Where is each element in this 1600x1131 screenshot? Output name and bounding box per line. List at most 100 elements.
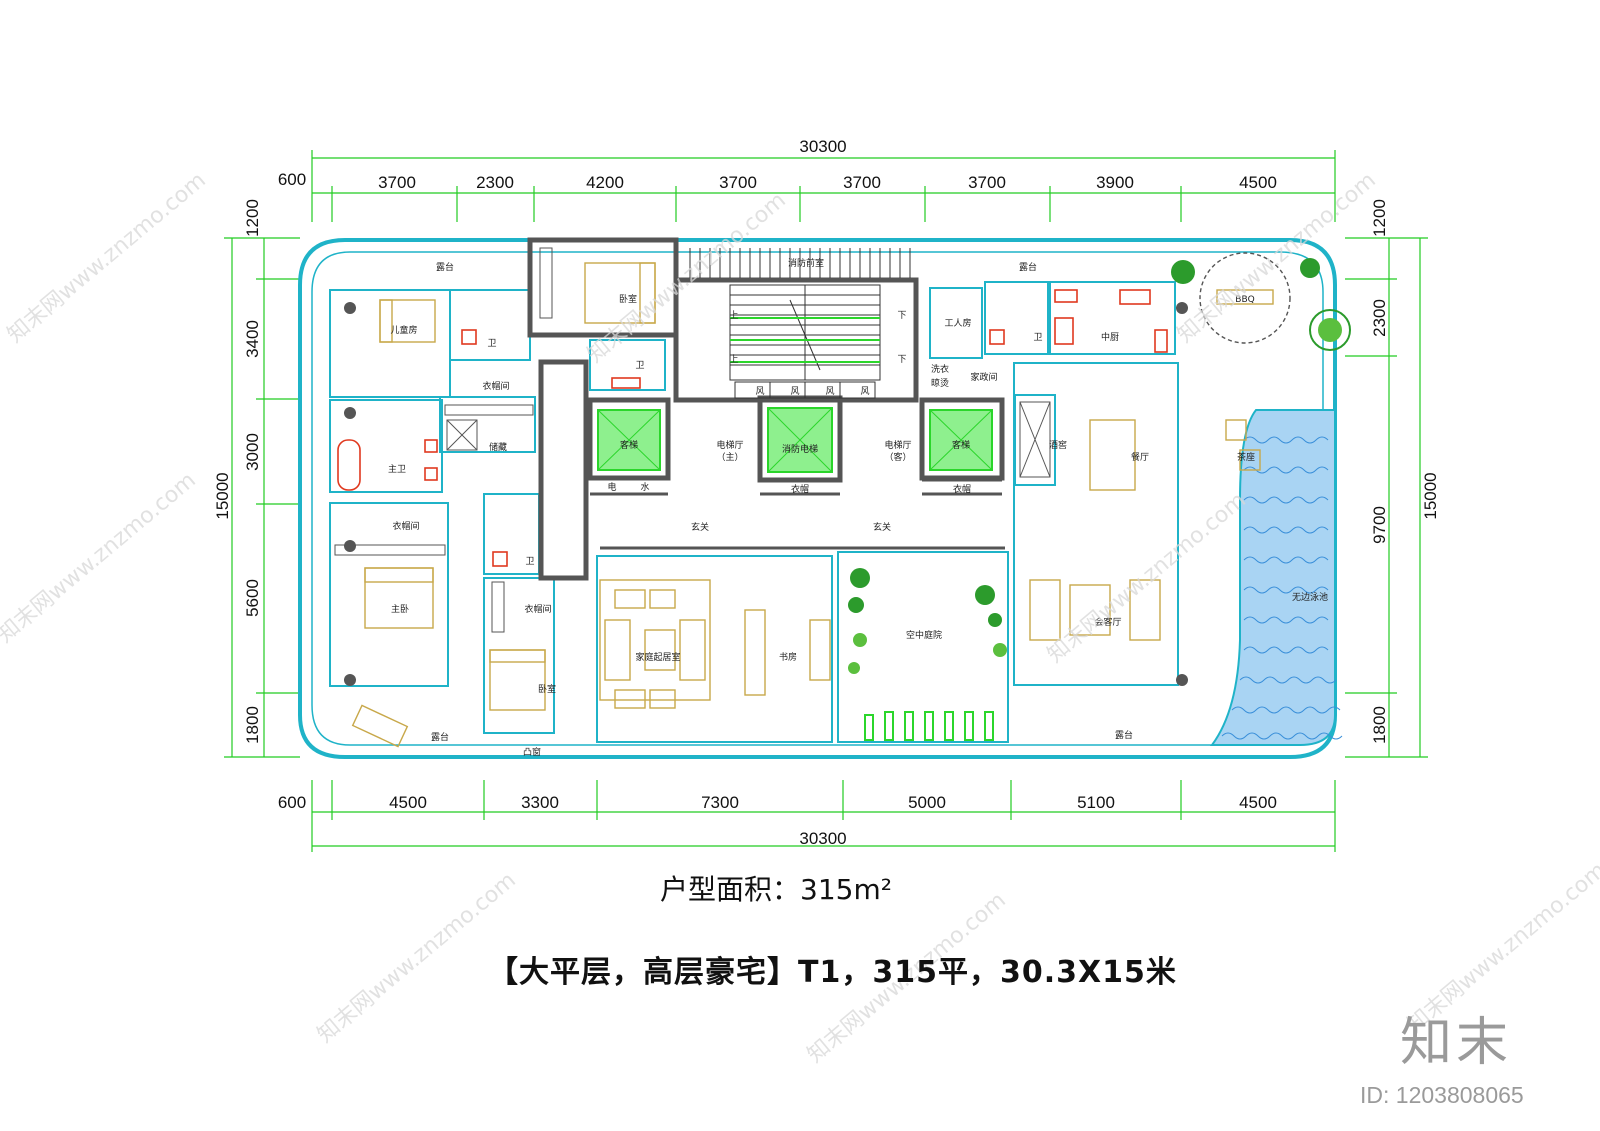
- label-laundry-b: 晾烫: [931, 377, 949, 389]
- dim-top-seg: 2300: [476, 173, 514, 192]
- label-terrace-sw: 露台: [431, 731, 449, 743]
- label-bedroom-n: 卧室: [619, 293, 637, 305]
- lift-shafts: [597, 407, 993, 473]
- label-closet-3: 衣帽间: [524, 603, 551, 615]
- label-bath-4: 卫: [1033, 333, 1042, 343]
- dim-left-segments: 1200 3400 3000 5600 1800: [243, 199, 262, 744]
- label-up-1: 上: [729, 310, 738, 321]
- label-wine-cellar: 酒窖: [1049, 439, 1067, 451]
- infinity-pool-area: [1210, 409, 1343, 746]
- stairs: [689, 248, 911, 399]
- znzmo-logo: 知末: [1400, 1013, 1513, 1073]
- dim-right-seg: 2300: [1370, 299, 1389, 337]
- dim-bottom-total: 30300: [799, 829, 846, 848]
- label-stair-fire: 消防前室: [788, 257, 824, 269]
- dim-top-seg: 4500: [1239, 173, 1277, 192]
- label-maid-room: 工人房: [944, 317, 971, 329]
- dim-left-seg: 3000: [243, 433, 262, 471]
- label-master-bath: 主卫: [388, 463, 406, 475]
- bath-fixtures: [337, 289, 1168, 567]
- label-coat-2: 衣帽: [953, 483, 971, 495]
- label-wind-3: 风: [825, 386, 834, 397]
- label-guest-lift-2: 客梯: [952, 439, 970, 451]
- dim-bottom-seg: 5100: [1077, 793, 1115, 812]
- label-infinity-pool: 无边泳池: [1292, 591, 1328, 603]
- dim-left-seg: 5600: [243, 579, 262, 617]
- dim-top-seg: 3700: [968, 173, 1006, 192]
- furniture: [351, 252, 1291, 748]
- label-bath-2: 卫: [635, 361, 644, 371]
- garden-steps: [864, 711, 994, 741]
- label-dining: 餐厅: [1131, 451, 1149, 463]
- label-wind-1: 风: [755, 386, 764, 397]
- dim-left-seg: 1800: [243, 706, 262, 744]
- dim-top-seg: 3700: [843, 173, 881, 192]
- dim-right-seg: 9700: [1370, 506, 1389, 544]
- label-laundry-a: 洗衣: [931, 363, 949, 375]
- dimension-lines: [224, 150, 1428, 852]
- room-labels: 露台 儿童房 卫 衣帽间 卧室 卫 储藏 主卫 衣帽间 主卧 卫 衣帽间 卧室 …: [388, 257, 1328, 758]
- dim-left-seg: 3400: [243, 320, 262, 358]
- label-down-1: 下: [897, 311, 906, 321]
- label-lift-hall-guest-sub: （客）: [884, 451, 911, 463]
- label-wind-2: 风: [790, 386, 799, 397]
- label-closet-2: 衣帽间: [392, 520, 419, 532]
- label-foyer-2: 玄关: [873, 521, 891, 533]
- label-storage: 储藏: [489, 441, 507, 453]
- label-family-room: 家庭起居室: [635, 651, 680, 663]
- room-walls: [329, 281, 1179, 743]
- core-walls-thin: [590, 476, 1005, 550]
- label-terrace-se: 露台: [1115, 729, 1133, 741]
- label-wind-4: 风: [860, 386, 869, 397]
- label-bedroom-s: 卧室: [538, 683, 556, 695]
- image-id: ID: 1203808065: [1360, 1082, 1524, 1108]
- label-sky-garden: 空中庭院: [906, 629, 942, 641]
- label-bath-3: 卫: [525, 557, 534, 567]
- dim-left-seg: 1200: [243, 199, 262, 237]
- label-guest-lift-1: 客梯: [620, 439, 638, 451]
- area-label: 户型面积：315m²: [660, 873, 892, 906]
- label-lift-hall-main-sub: （主）: [716, 451, 743, 463]
- dim-left-total: 15000: [213, 472, 232, 519]
- dim-bottom-seg: 5000: [908, 793, 946, 812]
- dim-top-seg: 4200: [586, 173, 624, 192]
- label-terrace-nw: 露台: [436, 261, 454, 273]
- label-coat-1: 衣帽: [791, 483, 809, 495]
- label-up-2: 上: [729, 354, 738, 365]
- dim-bottom-seg: 600: [278, 793, 306, 812]
- label-terrace-ne: 露台: [1019, 261, 1037, 273]
- dim-top-seg: 3900: [1096, 173, 1134, 192]
- closet-hatch: [334, 247, 1051, 633]
- label-bath-1: 卫: [487, 339, 496, 349]
- dim-right-total: 15000: [1421, 472, 1440, 519]
- label-elec: 电: [607, 481, 616, 493]
- dim-bottom-segments: 600 4500 3300 7300 5000 5100 4500: [278, 793, 1277, 812]
- dim-right-seg: 1200: [1370, 199, 1389, 237]
- dim-bottom-seg: 3300: [521, 793, 559, 812]
- garden-trees: [848, 258, 1351, 674]
- dim-right-segments: 1200 2300 9700 1800: [1370, 199, 1389, 744]
- columns: [344, 302, 1188, 686]
- label-bbq: BBQ: [1235, 295, 1254, 305]
- dim-top-segments: 600 3700 2300 4200 3700 3700 3700 3900 4…: [278, 170, 1277, 192]
- dim-bottom-seg: 7300: [701, 793, 739, 812]
- dim-bottom-seg: 4500: [389, 793, 427, 812]
- label-down-2: 下: [897, 355, 906, 365]
- label-living: 会客厅: [1094, 616, 1121, 628]
- label-study: 书房: [779, 651, 797, 663]
- dim-top-seg: 3700: [719, 173, 757, 192]
- label-fire-lift: 消防电梯: [782, 443, 818, 455]
- dim-top-total: 30300: [799, 137, 846, 156]
- label-foyer-1: 玄关: [691, 521, 709, 533]
- dim-right-seg: 1800: [1370, 706, 1389, 744]
- label-housekeeping: 家政间: [970, 371, 997, 383]
- label-bay-window: 凸窗: [523, 746, 541, 758]
- label-lift-hall-main: 电梯厅: [716, 439, 743, 451]
- label-master-bedroom: 主卧: [391, 603, 409, 615]
- label-child-room: 儿童房: [390, 324, 417, 336]
- label-tea-seat: 茶座: [1237, 451, 1255, 463]
- dim-bottom-seg: 4500: [1239, 793, 1277, 812]
- dim-top-seg: 3700: [378, 173, 416, 192]
- label-closet-1: 衣帽间: [482, 380, 509, 392]
